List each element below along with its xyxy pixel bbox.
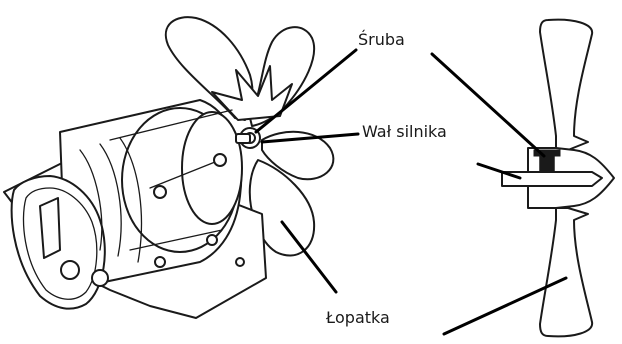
screw-label: Śruba xyxy=(358,30,405,49)
blade-section-lower xyxy=(540,208,592,336)
rod-nut xyxy=(155,257,165,267)
rod-nut xyxy=(207,235,217,245)
leader-lines xyxy=(256,50,566,334)
motor-shaft-section xyxy=(502,172,602,186)
blade-label: Łopatka xyxy=(326,308,390,327)
blade-section-upper xyxy=(540,20,592,150)
terminal-post xyxy=(92,270,108,286)
screw-section xyxy=(540,154,554,172)
motor-terminal-window xyxy=(40,198,60,258)
rod-nut xyxy=(154,186,166,198)
screw-leader-section xyxy=(432,54,544,156)
mounting-hole xyxy=(236,258,244,266)
shaft-stub xyxy=(236,134,250,143)
terminal-post xyxy=(61,261,79,279)
motor-stator-front xyxy=(182,112,242,224)
motor xyxy=(4,100,266,318)
rod-nut xyxy=(214,154,226,166)
motor-shaft-label: Wał silnika xyxy=(362,122,447,141)
